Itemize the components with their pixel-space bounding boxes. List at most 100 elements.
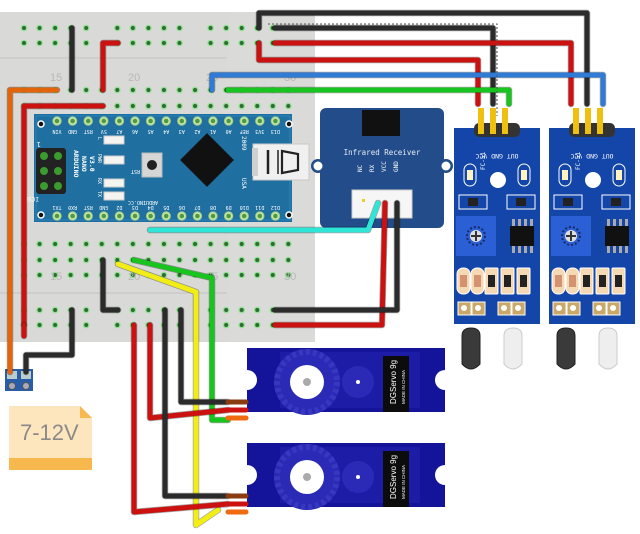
reset-button[interactable]: RST (131, 152, 163, 178)
servo-label-plate (383, 451, 409, 507)
ir-receiver-pin-label: GND (393, 161, 400, 172)
ir-photodiode (461, 327, 481, 370)
ir-receiver-connector (351, 189, 413, 219)
servo-label-plate (383, 356, 409, 412)
board-name-line-3: V3.0 (88, 156, 96, 172)
nano-pin-label: GND (99, 204, 108, 210)
year-label: 2009 (240, 136, 247, 151)
wires (6, 9, 607, 529)
mount-hole (37, 120, 45, 128)
wire-servo2-signal (115, 261, 221, 528)
nano-pin-label: D5 (163, 204, 169, 210)
nano-pin-label: A6 (132, 128, 138, 134)
sensor-header (569, 123, 615, 137)
nano-pin-label: A0 (226, 128, 232, 134)
servo-brand: DGServo 9g (389, 360, 398, 404)
wire-servo1-signal (131, 257, 231, 423)
nano-pin-label: A1 (210, 128, 216, 134)
nano-pin-label: D13 (271, 128, 280, 134)
ir-led (598, 327, 618, 370)
nano-pin-label: VIN (52, 128, 61, 134)
sensor-mount-hole (490, 172, 506, 188)
nano-pin-label: D10 (240, 204, 249, 210)
wire-gnd-terminal (23, 307, 75, 375)
col-label-15-bottom: 15 (50, 271, 62, 283)
sensor-pin (490, 108, 496, 134)
led-label-pwr: PWR (96, 154, 102, 164)
nano-top-pin-row (52, 116, 281, 126)
wire-servo2-gnd (162, 307, 231, 499)
nano-pin-label: A4 (163, 128, 169, 134)
ir-receiver-pin-label: RX (369, 164, 376, 172)
sensor-model-label: FC-51 (575, 152, 582, 170)
sensor-header (474, 123, 520, 137)
nano-pin-label: D3 (132, 204, 138, 210)
col-label-20-top: 20 (128, 72, 140, 84)
wire-servo1-gnd (178, 307, 231, 405)
servo-brand: DGServo 9g (389, 455, 398, 499)
sensor-comparator-chip (510, 226, 534, 246)
wire-gnd-sensor2 (256, 10, 590, 107)
nano-pin-label: A5 (148, 128, 154, 134)
led-rx (103, 178, 125, 188)
wire-gnd-jumper-bottom (100, 257, 121, 313)
sensor-pin-labels: OUT GND VCC (570, 152, 613, 160)
nano-pin-label: RST (84, 128, 93, 134)
led-label-l: L (96, 137, 102, 140)
wire-ir-vcc (272, 200, 388, 328)
wire-servo2-vcc (131, 322, 231, 515)
col-label-30-bottom: 30 (284, 271, 296, 283)
wire-vin (7, 87, 60, 375)
sensor-led (521, 170, 527, 180)
sensor-model-label: FC-51 (480, 152, 487, 170)
nano-pin-label: TX1 (52, 204, 61, 210)
wire-out-sensor1 (225, 87, 512, 107)
wire-ir-rx (147, 200, 381, 233)
mount-hole (37, 211, 45, 219)
icsp-header: ICSP 1 (24, 140, 66, 202)
ir-receiver-pin-label: VCC (381, 161, 388, 172)
nano-pin-label: D2 (116, 204, 122, 210)
nano-pin-label: 5V (101, 128, 107, 134)
nano-pin-label: D8 (210, 204, 216, 210)
board-name-line-1: ARDUINO (72, 150, 80, 177)
nano-pin-label: D11 (255, 204, 264, 210)
led-pwr (103, 155, 125, 165)
led-tx (103, 191, 125, 201)
reset-label: RST (131, 168, 140, 174)
icsp-pin1-label: 1 (37, 140, 41, 148)
ir-led (503, 327, 523, 370)
sensor-pin (585, 108, 591, 134)
board-name-line-2: NANO (80, 156, 88, 172)
sensor-comparator-chip (605, 226, 629, 246)
status-leds: L PWR RX TX (96, 135, 125, 201)
nano-pin-label: D4 (148, 204, 154, 210)
led-label-tx: TX (96, 191, 102, 197)
reset-button-cap[interactable] (147, 160, 157, 170)
wire-out-sensor2 (209, 72, 606, 107)
ir-photodiode (556, 327, 576, 370)
nano-pin-label: A7 (116, 128, 122, 134)
led-label-rx: RX (96, 178, 102, 184)
col-label-20-bottom: 20 (128, 271, 140, 283)
nano-pin-label: REF (240, 128, 249, 134)
board-name: ARDUINO NANO V3.0 (72, 150, 96, 177)
microcontroller-chip (180, 133, 234, 187)
nano-pin-label: D7 (194, 204, 200, 210)
nano-pin-label: GND (68, 128, 77, 134)
wire-vcc-sensor2 (272, 40, 574, 107)
nano-pin-label: A3 (179, 128, 185, 134)
ir-receiver-title: Infrared Receiver (344, 148, 421, 157)
sensor-mount-hole (585, 172, 601, 188)
nano-pin-label: D6 (179, 204, 185, 210)
sensor-pin (573, 108, 579, 134)
